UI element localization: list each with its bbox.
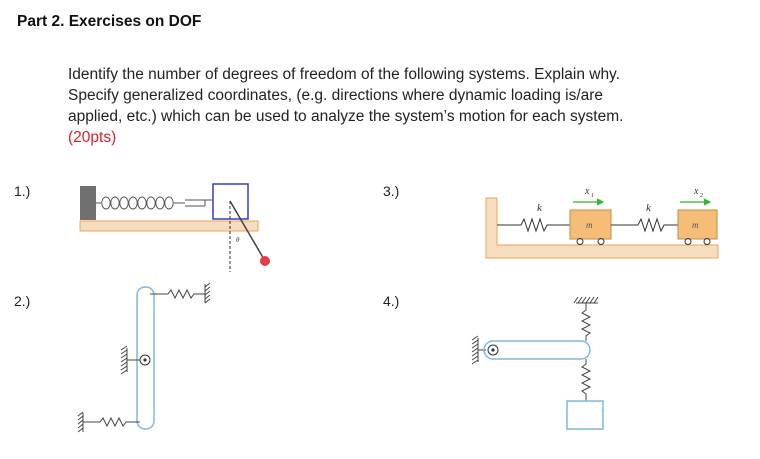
figure-4 (471, 296, 604, 430)
page-title: Part 2. Exercises on DOF (17, 13, 202, 30)
spring (96, 196, 212, 210)
bottom-spring (77, 411, 140, 433)
ground-wall-left (471, 335, 486, 365)
bar-pivot-pin (491, 348, 495, 352)
x2-subscript: 2 (700, 193, 703, 199)
pivot-pin (143, 358, 147, 362)
question-4-number: 4.) (383, 293, 400, 309)
floor-l-shape (485, 197, 719, 259)
figure-1: θ (79, 183, 270, 272)
mass-2 (677, 209, 718, 240)
theta-symbol: θ (236, 236, 240, 244)
wall-block (80, 186, 96, 220)
question-1-number: 1.) (14, 183, 31, 199)
instructions: Identify the number of degrees of freedo… (68, 64, 728, 148)
figure-2 (77, 282, 211, 433)
mass-2-label: m (692, 220, 699, 230)
spring-1 (497, 217, 570, 233)
x2-symbol: x (693, 186, 699, 197)
pendulum-bob (260, 256, 270, 266)
instruction-line-3: applied, etc.) which can be used to anal… (68, 108, 624, 125)
rigid-bar (483, 340, 591, 360)
hanging-mass (566, 400, 604, 430)
top-spring (150, 282, 211, 304)
pendulum-rod (229, 200, 266, 262)
mass-1-label: m (586, 220, 593, 230)
rigid-link (136, 286, 155, 430)
bar-pivot (487, 344, 499, 356)
question-3-number: 3.) (383, 183, 400, 199)
spring-1-k-label: k (537, 202, 543, 214)
points-label: (20pts) (68, 129, 117, 146)
mass-1-wheel-right (597, 238, 605, 245)
mass-1-wheel-left (576, 238, 584, 245)
x1-subscript: 1 (591, 193, 594, 199)
floor-plate (79, 220, 259, 232)
vertical-spring-lower (580, 359, 592, 401)
x1-symbol: x (584, 186, 590, 197)
question-2-number: 2.) (14, 293, 31, 309)
spring-2-k-label: k (646, 202, 652, 214)
spring-2 (611, 217, 678, 233)
mass-2-wheel-left (684, 238, 692, 245)
ground-wall-middle (120, 345, 140, 375)
figure-3: k m x 1 k m x 2 (485, 186, 719, 259)
ceiling-support (573, 296, 599, 304)
instruction-line-1: Identify the number of degrees of freedo… (68, 66, 620, 83)
vertical-spring-upper (580, 303, 592, 341)
mass-2-wheel-right (703, 238, 711, 245)
instruction-line-2: Specify generalized coordinates, (e.g. d… (68, 87, 604, 104)
